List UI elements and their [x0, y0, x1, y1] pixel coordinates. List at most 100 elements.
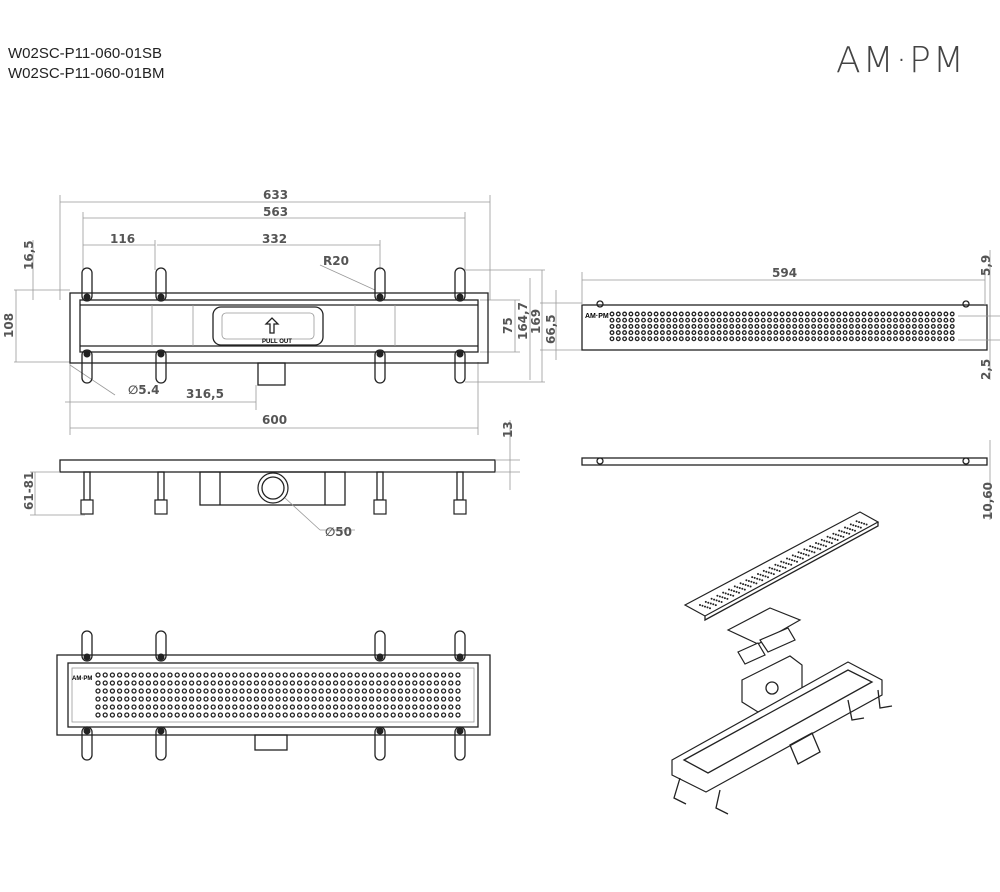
grate-hole	[781, 566, 784, 569]
grate-hole	[727, 593, 730, 596]
grate-hole	[767, 317, 772, 323]
grate-hole	[905, 330, 911, 336]
grate-hole	[232, 688, 238, 694]
mounting-tab	[454, 349, 466, 384]
grate-hole	[716, 317, 722, 323]
grate-hole	[622, 323, 628, 329]
grate-hole	[174, 672, 180, 678]
grate-hole	[124, 704, 130, 710]
grate-hole	[804, 311, 810, 317]
grate-hole	[433, 672, 440, 678]
grate-hole	[943, 317, 949, 323]
grate-hole	[311, 712, 317, 718]
grate-hole	[838, 529, 841, 532]
grate-hole	[289, 688, 296, 694]
grate-hole	[767, 576, 769, 579]
grate-hole	[455, 688, 461, 694]
grate-hole	[843, 531, 846, 534]
grate-hole	[849, 528, 851, 531]
grate-hole	[268, 696, 274, 702]
grate-hole	[628, 317, 634, 323]
grate-hole	[268, 712, 274, 718]
grate-hole	[203, 680, 209, 686]
grate-hole	[744, 583, 747, 586]
grate-hole	[911, 330, 917, 336]
grate-hole	[239, 672, 245, 678]
grate-hole	[776, 564, 779, 567]
grate-hole	[722, 330, 728, 336]
grate-hole	[937, 317, 943, 323]
grate-hole	[188, 680, 195, 686]
grate-hole	[253, 672, 260, 678]
grate-hole	[426, 712, 432, 718]
grate-hole	[791, 554, 794, 557]
grate-hole	[181, 688, 188, 694]
grate-hole	[666, 330, 672, 336]
grate-hole	[347, 672, 353, 678]
grate-hole	[817, 330, 823, 336]
grate-hole	[730, 589, 733, 592]
grate-hole	[905, 311, 911, 317]
grate-hole	[803, 548, 806, 551]
grate-hole	[440, 680, 447, 686]
grate-hole	[716, 311, 722, 317]
grate-hole	[729, 330, 735, 336]
mounting-legs	[81, 267, 466, 384]
grate-hole	[131, 688, 137, 694]
grate-hole	[857, 525, 860, 528]
grate-hole	[296, 672, 303, 678]
grate-hole	[160, 680, 166, 686]
grate-hole	[203, 704, 209, 710]
grate-hole	[707, 601, 710, 604]
grate-hole	[861, 323, 867, 329]
grate-hole	[102, 712, 108, 718]
grate-hole	[937, 330, 943, 336]
grate-hole	[340, 688, 346, 694]
grate-hole	[419, 696, 425, 702]
grate-hole	[102, 680, 108, 686]
grate-hole	[830, 542, 833, 545]
grate-hole	[634, 330, 640, 336]
grate-hole	[808, 549, 811, 552]
grate-hole	[289, 696, 296, 702]
grate-hole	[720, 601, 723, 603]
grate-hole	[678, 330, 684, 336]
grate-hole	[311, 704, 317, 710]
grate-hole	[867, 330, 873, 336]
grate-hole	[715, 599, 718, 602]
grate-hole	[886, 323, 892, 329]
grate-hole	[697, 323, 703, 329]
grate-hole	[749, 585, 752, 588]
grate-hole	[666, 311, 672, 317]
grate-hole	[779, 565, 782, 568]
grate-hole	[709, 602, 712, 605]
grate-hole	[751, 576, 754, 579]
grate-hole	[296, 704, 303, 710]
grate-hole	[949, 336, 955, 342]
grate-hole	[196, 712, 202, 718]
assembled-view: AM·PM	[56, 630, 491, 761]
grate-hole	[361, 712, 368, 718]
grate-hole	[440, 696, 447, 702]
grate-hole	[792, 330, 798, 336]
grate-hole	[826, 535, 829, 538]
grate-hole	[347, 696, 353, 702]
grate-hole	[95, 704, 101, 710]
grate-hole	[785, 330, 791, 336]
grate-hole	[899, 323, 905, 329]
grate-hole	[268, 688, 274, 694]
grate-hole	[397, 704, 404, 710]
grate-hole	[828, 541, 831, 544]
grate-hole	[390, 680, 396, 686]
grate-hole	[666, 323, 672, 329]
svg-text:332: 332	[262, 232, 287, 246]
grate-hole	[794, 555, 797, 558]
grate-hole	[615, 323, 621, 329]
grate-hole	[426, 688, 432, 694]
grate-hole	[332, 680, 339, 686]
grate-hole	[455, 696, 461, 702]
grate-hole	[304, 672, 310, 678]
grate-hole	[842, 323, 848, 329]
grate-hole	[433, 688, 440, 694]
grate-view: AM·PM 594 5,9 2,5 10,60	[581, 250, 1000, 520]
